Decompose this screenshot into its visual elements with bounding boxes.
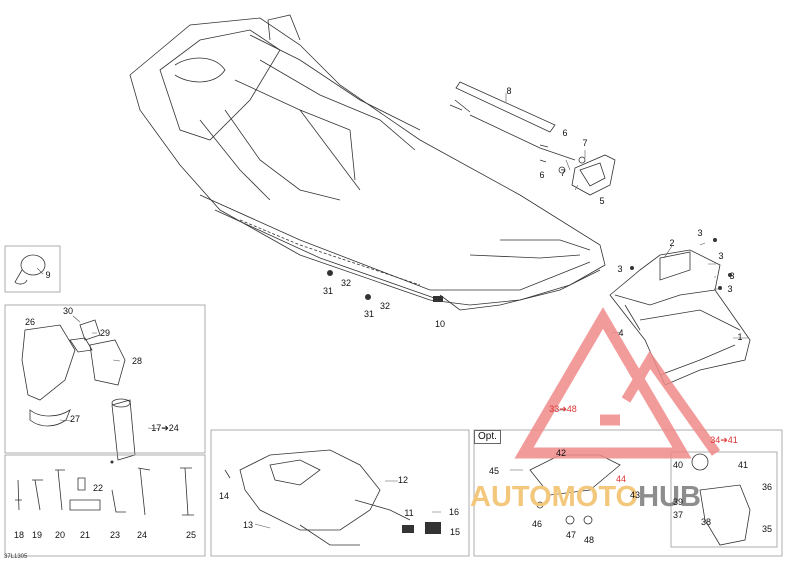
diagram-code: 37L1305	[4, 554, 28, 560]
callout-23: 23	[109, 530, 121, 540]
callout-16: 16	[448, 507, 460, 517]
callout-40: 40	[672, 460, 684, 470]
callout-30: 30	[62, 306, 74, 316]
callout-21: 21	[79, 530, 91, 540]
callout-14: 14	[218, 491, 230, 501]
callout-18: 18	[13, 530, 25, 540]
leader-lines	[36, 93, 748, 529]
callout-46: 46	[531, 519, 543, 529]
callout-26: 26	[24, 317, 36, 327]
callout-5: 5	[599, 196, 605, 206]
callout-6: 6	[562, 128, 568, 138]
callout-8: 8	[506, 86, 512, 96]
mirror-part	[14, 254, 46, 285]
callout-27: 27	[69, 414, 81, 424]
callout-3: 3	[718, 251, 724, 261]
callout-20: 20	[54, 530, 66, 540]
callout-33-48: 33➔48	[549, 404, 577, 414]
callout-24: 24	[136, 530, 148, 540]
callout-1: 1	[737, 332, 743, 342]
callout-28: 28	[131, 356, 143, 366]
callout-7: 7	[582, 138, 588, 148]
callout-31: 31	[363, 309, 375, 319]
snowmobile-drawing	[224, 449, 411, 546]
callout-35: 35	[761, 524, 773, 534]
callout-17-24: 17➔24	[151, 423, 179, 433]
callout-34-41: 34➔41	[710, 435, 738, 445]
callout-4: 4	[618, 328, 624, 338]
callout-11: 11	[404, 508, 414, 518]
callout-29: 29	[99, 328, 111, 338]
tail-light-assembly	[449, 81, 616, 196]
callout-42: 42	[555, 448, 567, 458]
callout-45: 45	[488, 466, 500, 476]
callout-3: 3	[727, 284, 733, 294]
callout-3: 3	[697, 228, 703, 238]
callout-15: 15	[449, 527, 461, 537]
callout-43: 43	[629, 490, 641, 500]
callout-10: 10	[434, 319, 446, 329]
watermark-text: AUTOMOTOHUB	[470, 481, 701, 513]
callout-25: 25	[185, 530, 197, 540]
callout-22: 22	[92, 483, 104, 493]
callout-2: 2	[669, 238, 675, 248]
watermark-part-2: HUB	[638, 481, 701, 513]
callout-3: 3	[617, 264, 623, 274]
callout-44: 44	[615, 474, 627, 484]
callout-41: 41	[737, 460, 749, 470]
callout-36: 36	[761, 482, 773, 492]
chassis-frame	[129, 14, 606, 311]
watermark-part-1: AUTOMOTO	[470, 481, 639, 513]
optional-label: Opt.	[474, 430, 501, 444]
callout-9: 9	[45, 270, 51, 280]
callout-7: 7	[560, 168, 566, 178]
callout-32: 32	[379, 301, 391, 311]
callout-48: 48	[583, 535, 595, 545]
callout-19: 19	[31, 530, 43, 540]
hardware-markers	[110, 238, 732, 534]
callout-6: 6	[539, 170, 545, 180]
callout-47: 47	[565, 530, 577, 540]
tool-kit-parts	[15, 319, 194, 516]
callout-38: 38	[700, 517, 712, 527]
callout-32: 32	[340, 278, 352, 288]
callout-13: 13	[242, 520, 254, 530]
callout-37: 37	[672, 510, 684, 520]
callout-12: 12	[397, 475, 409, 485]
callout-31: 31	[322, 286, 334, 296]
section-boxes	[4, 245, 783, 557]
watermark-logo	[514, 307, 721, 459]
callout-3: 3	[729, 271, 735, 281]
callout-39: 39	[672, 497, 684, 507]
